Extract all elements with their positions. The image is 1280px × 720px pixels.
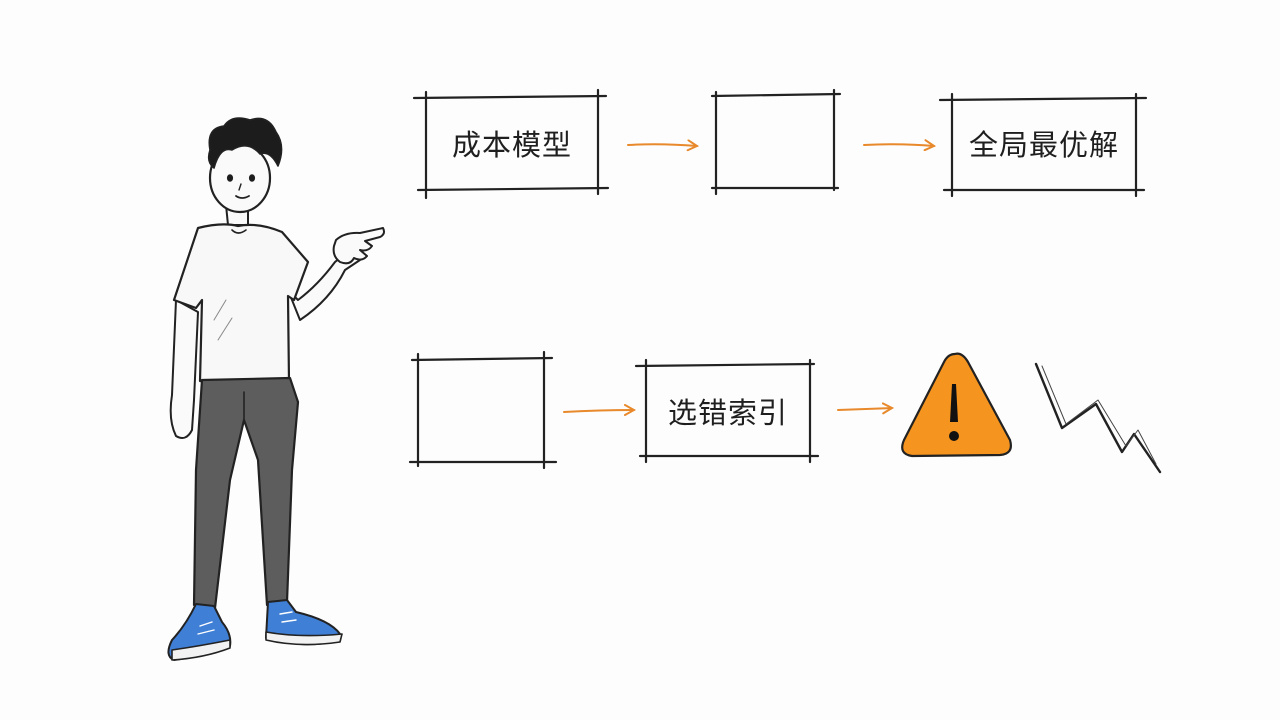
box-cost-model bbox=[412, 88, 610, 200]
arrow-bottom-1 bbox=[563, 410, 634, 412]
person-illustration bbox=[167, 117, 385, 661]
zigzag-down-icon bbox=[1034, 362, 1162, 474]
label-wrong-index: 选错索引 bbox=[667, 396, 788, 430]
box-global-optimum bbox=[938, 92, 1148, 198]
arrow-top-1 bbox=[627, 144, 697, 146]
label-global-optimum: 全局最优解 bbox=[968, 128, 1119, 162]
box-bottom-empty bbox=[408, 350, 558, 470]
box-top-empty bbox=[710, 88, 842, 196]
warning-triangle-icon bbox=[901, 352, 1012, 458]
zigzag-shadow bbox=[1041, 365, 1157, 465]
arrow-top-2 bbox=[863, 144, 934, 146]
label-cost-model: 成本模型 bbox=[451, 128, 572, 162]
arrow-bottom-2 bbox=[837, 408, 892, 410]
box-wrong-index bbox=[634, 358, 820, 464]
